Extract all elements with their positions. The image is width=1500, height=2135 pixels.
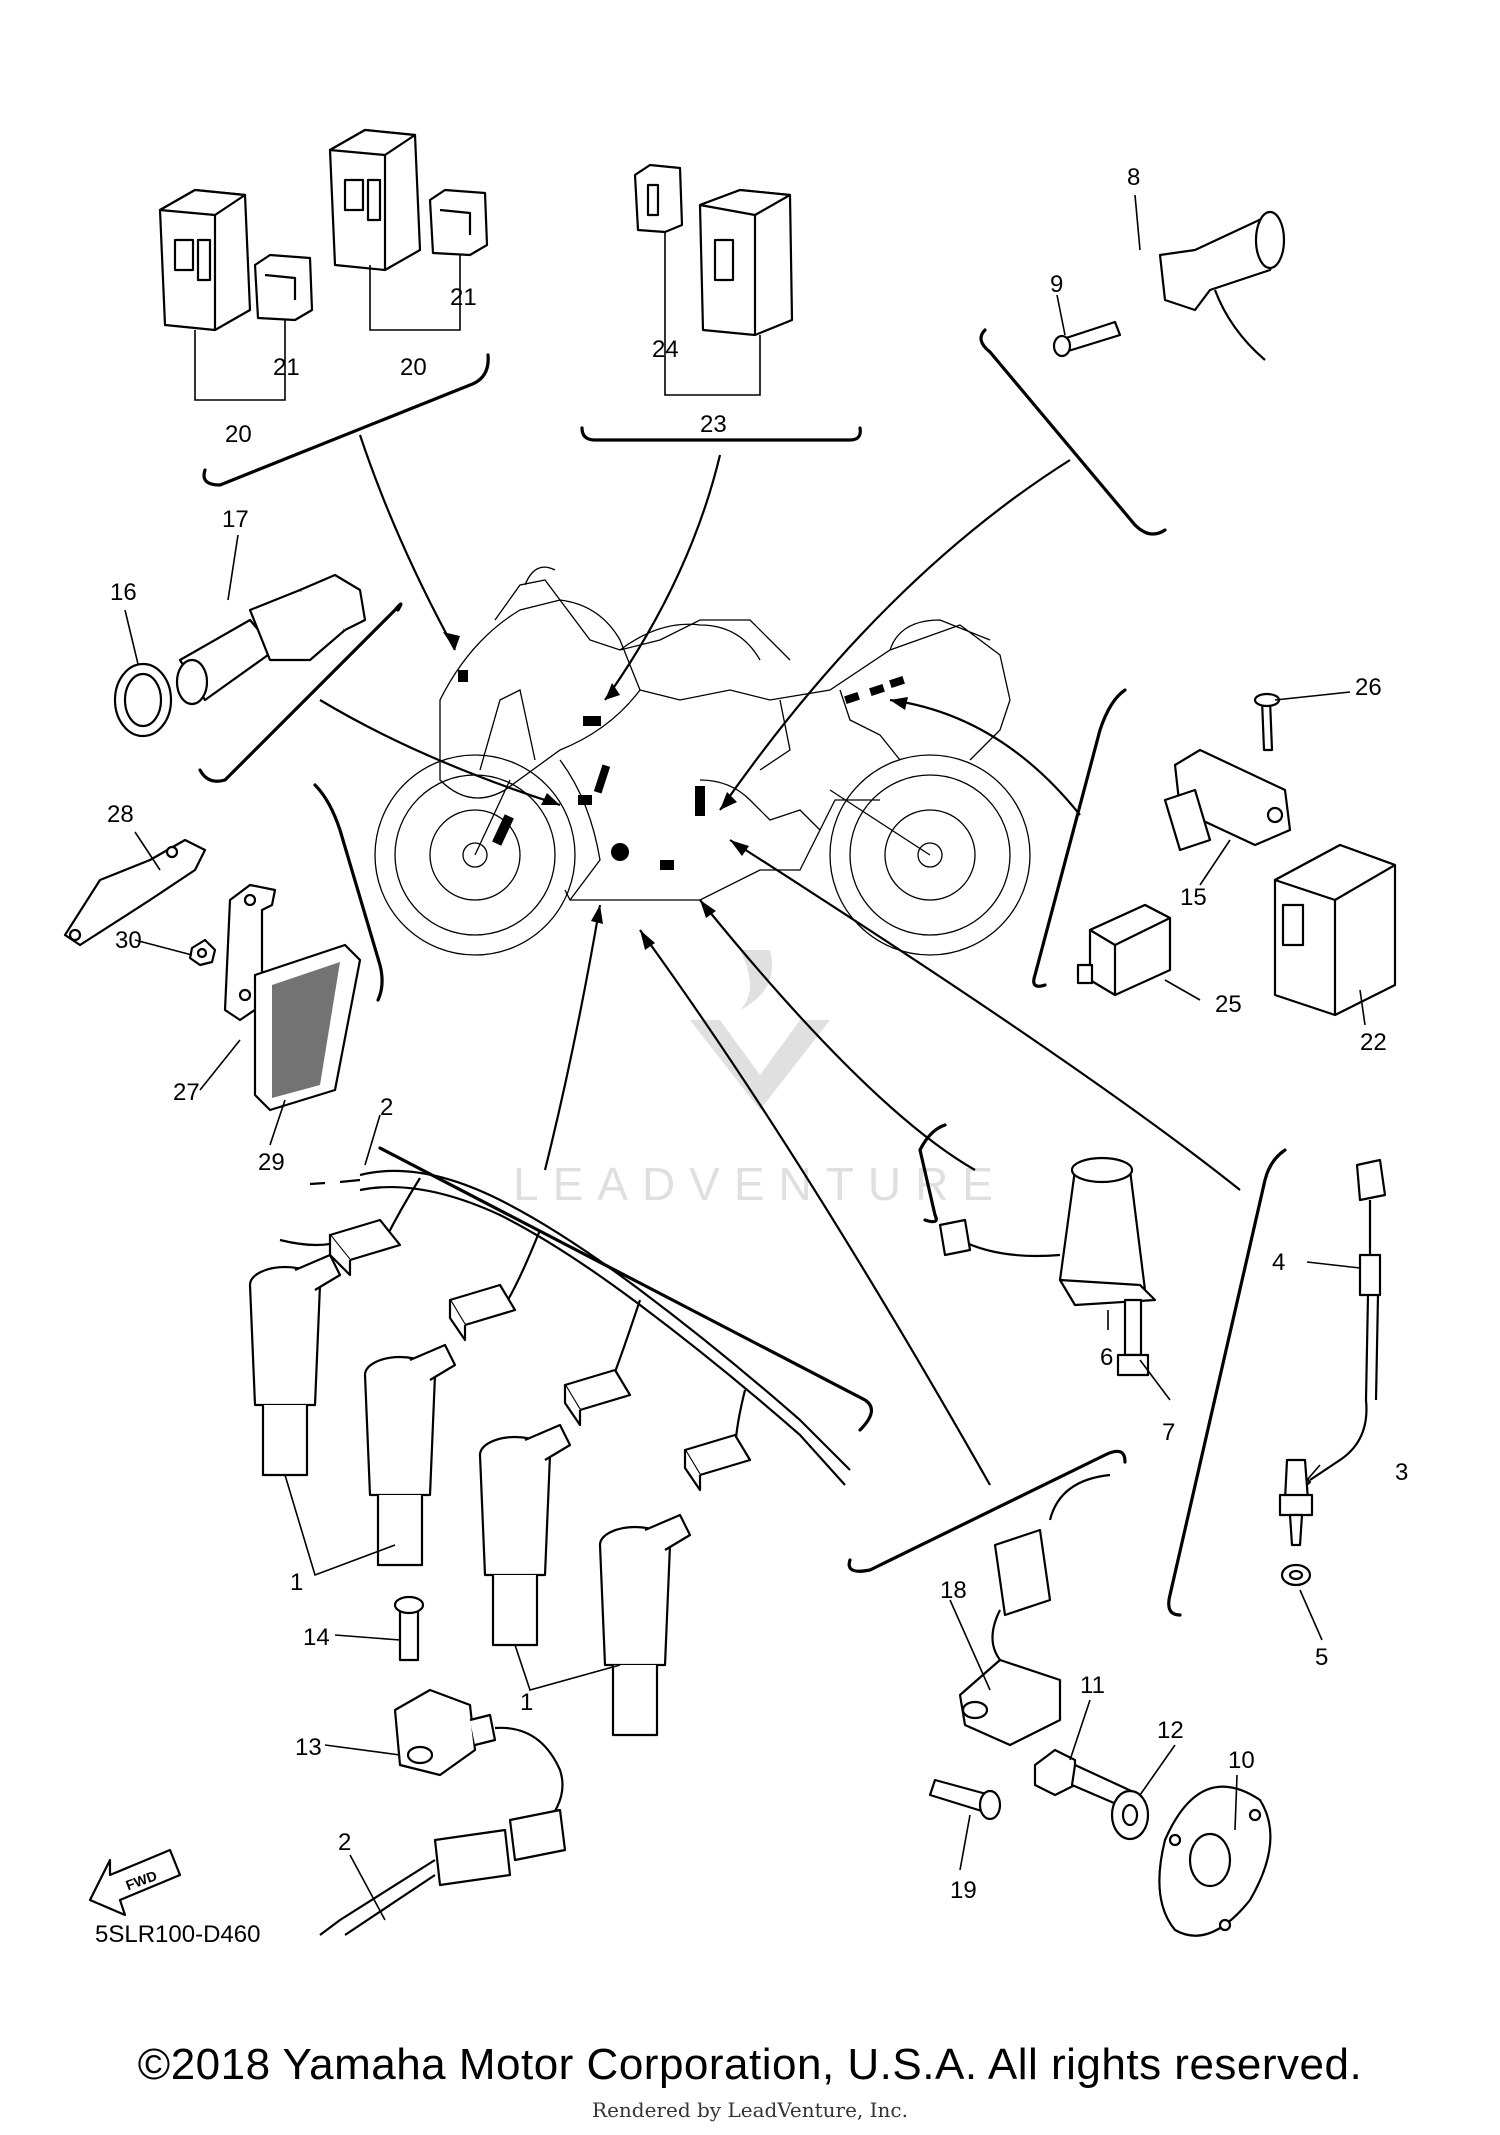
harness-connectors [328, 1218, 752, 1492]
callout-label: 16 [110, 579, 137, 606]
nut-30 [188, 938, 217, 967]
callout-label: 21 [273, 354, 300, 381]
relay-25 [1076, 903, 1172, 997]
bolt-19 [928, 1778, 1002, 1821]
callout-labels: 1 1 2 2 3 4 5 6 7 8 9 10 11 12 13 14 15 … [107, 164, 1408, 1904]
ignition-coils-1 [248, 1253, 692, 1737]
callout-label: 2 [338, 1829, 351, 1856]
callout-label: 5 [1315, 1644, 1328, 1671]
callout-label: 15 [1180, 884, 1207, 911]
part-location-markers [458, 670, 905, 870]
callout-label: 1 [520, 1689, 533, 1716]
leader-lines-23-24 [664, 232, 761, 396]
bolt-14 [393, 1595, 425, 1662]
rendered-by-note: Rendered by LeadVenture, Inc. [592, 2098, 908, 2122]
callout-label: 27 [173, 1079, 200, 1106]
callout-label: 20 [400, 354, 427, 381]
fwd-arrow-icon: FWD [88, 1848, 182, 1917]
pointer-arrows [319, 434, 1241, 1486]
callout-label: 29 [258, 1149, 285, 1176]
callout-label: 24 [652, 336, 679, 363]
callout-leaders [124, 194, 1366, 1921]
watermark: LEADVENTURE [513, 950, 1007, 1210]
callout-label: 14 [303, 1624, 330, 1651]
relay-20-right [328, 128, 422, 272]
relay-connector-21-left [253, 253, 314, 322]
bolt-9 [1052, 320, 1122, 358]
group-braces [198, 328, 1287, 1617]
speed-sensor-8 [1158, 210, 1286, 361]
diagram-code: 5SLR100-D460 [95, 1921, 260, 1948]
reflector-29 [253, 943, 362, 1112]
relay-connector-21-right [428, 188, 489, 257]
callout-label: 1 [290, 1569, 303, 1596]
sensor-13 [393, 1688, 497, 1777]
leader-lines-20-21 [194, 255, 461, 401]
washer-12 [1110, 1789, 1150, 1841]
pickup-coil-18 [958, 1473, 1111, 1747]
lead-4 [1287, 1158, 1387, 1489]
callout-label: 9 [1050, 271, 1063, 298]
switch-3 [1278, 1458, 1314, 1547]
gasket-16 [113, 662, 173, 738]
callout-label: 18 [940, 1577, 967, 1604]
motorcycle-outline [374, 566, 1031, 956]
sensor-lead-2 [319, 1726, 567, 1936]
callout-label: 17 [222, 506, 249, 533]
copyright-notice: ©2018 Yamaha Motor Corporation, U.S.A. A… [137, 2040, 1363, 2089]
callout-label: 4 [1272, 1249, 1285, 1276]
relay-23 [698, 188, 794, 337]
callout-label: 21 [450, 284, 477, 311]
callout-label: 19 [950, 1877, 977, 1904]
callout-label: 11 [1080, 1672, 1105, 1699]
callout-label: 6 [1100, 1344, 1113, 1371]
screw-26 [1253, 692, 1281, 752]
sensor-6 [938, 1156, 1157, 1307]
relay-20-left [158, 188, 252, 332]
callout-label: 23 [700, 411, 727, 438]
callout-label: 22 [1360, 1029, 1387, 1056]
callout-label: 7 [1162, 1419, 1175, 1446]
washer-5 [1280, 1563, 1312, 1587]
callout-label: 13 [295, 1734, 322, 1761]
control-unit-22 [1273, 843, 1397, 1017]
rotor-10 [1158, 1785, 1272, 1937]
watermark-text: LEADVENTURE [513, 1158, 1007, 1210]
sensor-17 [175, 573, 367, 706]
callout-label: 28 [107, 801, 134, 828]
callout-label: 26 [1355, 674, 1382, 701]
callout-label: 2 [380, 1094, 393, 1121]
callout-label: 12 [1157, 1717, 1184, 1744]
callout-label: 3 [1395, 1459, 1408, 1486]
bracket-28 [63, 838, 207, 947]
callout-label: 25 [1215, 991, 1242, 1018]
leader-lines-1 [284, 1474, 621, 1691]
callout-label: 8 [1127, 164, 1140, 191]
wire-harness-2 [279, 1169, 851, 1486]
callout-label: 10 [1228, 1747, 1255, 1774]
callout-label: 30 [115, 927, 142, 954]
sensor-15 [1163, 748, 1292, 852]
bracket-27 [223, 883, 277, 1022]
relay-connector-24 [633, 163, 684, 234]
callout-label: 20 [225, 421, 252, 448]
